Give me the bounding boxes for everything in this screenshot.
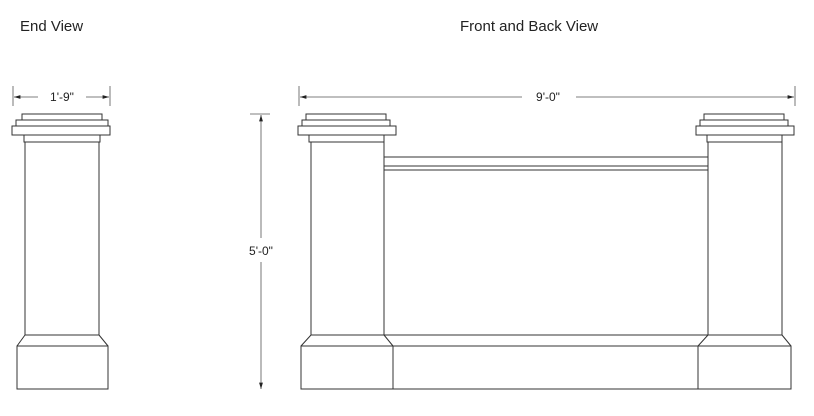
column-shaft — [24, 141, 100, 336]
front-back-view-title: Front and Back View — [460, 18, 599, 35]
front-width-dimension: 9'-0" — [298, 86, 796, 106]
end-view-title: End View — [20, 18, 84, 35]
cap-bottom-tier — [11, 125, 111, 136]
cap-middle-tier — [301, 119, 391, 127]
cap-middle-tier — [15, 119, 109, 127]
cap-bottom-tier — [695, 125, 795, 136]
base-chamfer — [16, 334, 26, 347]
base-chamfer — [98, 334, 109, 347]
cap-neck — [706, 134, 783, 143]
cap-middle-tier — [699, 119, 789, 127]
cap-top-tier — [21, 113, 103, 121]
base-chamfer — [383, 334, 394, 347]
cap-bottom-tier — [297, 125, 397, 136]
base-chamfer — [697, 334, 709, 347]
cap-neck — [23, 134, 101, 143]
end-view-column — [11, 113, 111, 390]
wall-base — [392, 345, 699, 390]
column-shaft — [310, 141, 385, 336]
cap-top-tier — [305, 113, 387, 121]
front-left-column — [297, 113, 397, 390]
cap-top-tier — [703, 113, 785, 121]
front-wall-panel — [384, 156, 708, 390]
base-chamfer — [300, 334, 312, 347]
cap-neck — [308, 134, 385, 143]
height-dimension: 5'-0" — [249, 113, 273, 389]
end-width-label: 1'-9" — [50, 90, 74, 104]
front-right-column — [695, 113, 795, 390]
column-shaft — [707, 141, 783, 336]
column-base — [300, 345, 394, 390]
height-label: 5'-0" — [249, 244, 273, 258]
column-base — [16, 345, 109, 390]
end-width-dimension: 1'-9" — [12, 86, 111, 106]
base-chamfer — [781, 334, 792, 347]
column-base — [697, 345, 792, 390]
front-width-label: 9'-0" — [536, 90, 560, 104]
